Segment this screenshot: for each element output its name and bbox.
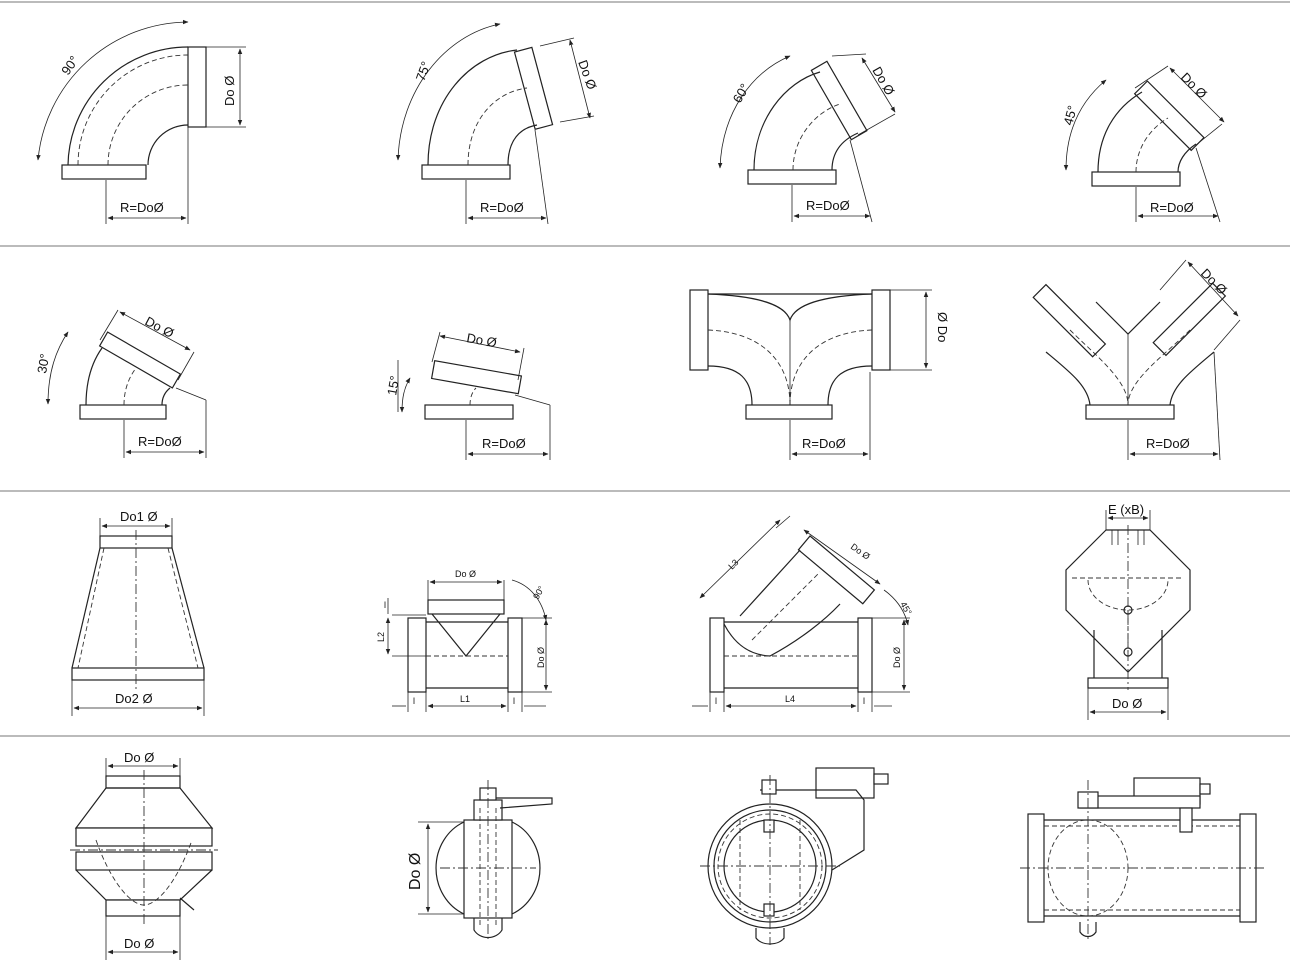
top-diameter-label: Do Ø: [455, 569, 476, 579]
bottom-diameter-label: Do2 Ø: [115, 691, 153, 706]
side-diameter-label: Do Ø: [892, 647, 902, 668]
radius-label: R=DoØ: [806, 198, 850, 213]
angle-label: 15°: [384, 375, 402, 397]
motorized-damper-front-drawing: [700, 767, 889, 945]
elbow-45-drawing: 45° Do Ø R=DoØ: [1060, 65, 1225, 223]
angle-label: 30°: [34, 353, 52, 375]
radius-label: R=DoØ: [120, 200, 164, 215]
l-label: l: [513, 696, 515, 706]
l-label: l: [715, 696, 717, 706]
top-diameter-label: Do Ø: [849, 541, 872, 561]
elbow-15-drawing: 15° Do Ø R=DoØ: [384, 330, 551, 460]
angle-label: 45°: [898, 600, 914, 617]
angle-label: 45°: [1060, 104, 1080, 127]
top-dimension-label: E (xB): [1108, 502, 1144, 517]
elbow-90-drawing: 90° Do Ø R=DoØ: [36, 19, 246, 224]
top-diameter-label: Do1 Ø: [120, 509, 158, 524]
angle-label: 75°: [413, 59, 434, 83]
diameter-label: Do Ø: [1178, 70, 1210, 102]
angle-label: 60°: [730, 81, 753, 106]
inline-fan-drawing: Do Ø Do Ø: [70, 750, 218, 960]
diameter-label: Do Ø: [465, 330, 497, 350]
l4-label: L4: [785, 694, 795, 704]
side-diameter-label: Do Ø: [407, 853, 424, 890]
l2-label: L2: [376, 632, 386, 642]
bottom-diameter-label: Do Ø: [1112, 696, 1142, 711]
radius-label: R=DoØ: [1146, 436, 1190, 451]
butterfly-damper-drawing: Do Ø: [407, 780, 553, 940]
diameter-label: Ø Do: [935, 312, 950, 342]
top-diameter-label: Do Ø: [124, 750, 154, 765]
angle-label: 90°: [531, 584, 547, 601]
diameter-label: Do Ø: [143, 313, 177, 340]
elbow-60-drawing: 60° Do Ø R=DoØ: [717, 53, 898, 223]
y-branch-drawing: Do Ø R=DoØ: [1032, 259, 1241, 461]
diameter-label: Do Ø: [869, 64, 897, 98]
radius-label: R=DoØ: [480, 200, 524, 215]
double-bend-drawing: Ø Do R=DoØ: [689, 289, 950, 460]
diameter-label: Do Ø: [222, 76, 237, 106]
radius-label: R=DoØ: [1150, 200, 1194, 215]
tee-45-drawing: L3 Do Ø 45° Do Ø L4 l l: [692, 515, 914, 712]
radius-label: R=DoØ: [482, 436, 526, 451]
elbow-30-drawing: 30° Do Ø R=DoØ: [34, 309, 207, 458]
transition-piece-drawing: E (xB) Do Ø: [1065, 502, 1191, 720]
l-label: l: [863, 696, 865, 706]
elbow-75-drawing: 75° Do Ø R=DoØ: [395, 22, 600, 225]
reducer-drawing: Do1 Ø Do2 Ø: [71, 509, 205, 716]
l-label: l: [384, 600, 386, 610]
l3-label: L3: [726, 557, 740, 571]
radius-label: R=DoØ: [138, 434, 182, 449]
radius-label: R=DoØ: [802, 436, 846, 451]
bottom-diameter-label: Do Ø: [124, 936, 154, 951]
motorized-damper-side-drawing: [1020, 777, 1264, 940]
l-label: l: [413, 696, 415, 706]
side-diameter-label: Do Ø: [536, 647, 546, 668]
angle-label: 90°: [58, 53, 82, 78]
tee-90-drawing: Do Ø 90° l L2 Do Ø L1 l l: [376, 569, 552, 712]
l1-label: L1: [460, 694, 470, 704]
